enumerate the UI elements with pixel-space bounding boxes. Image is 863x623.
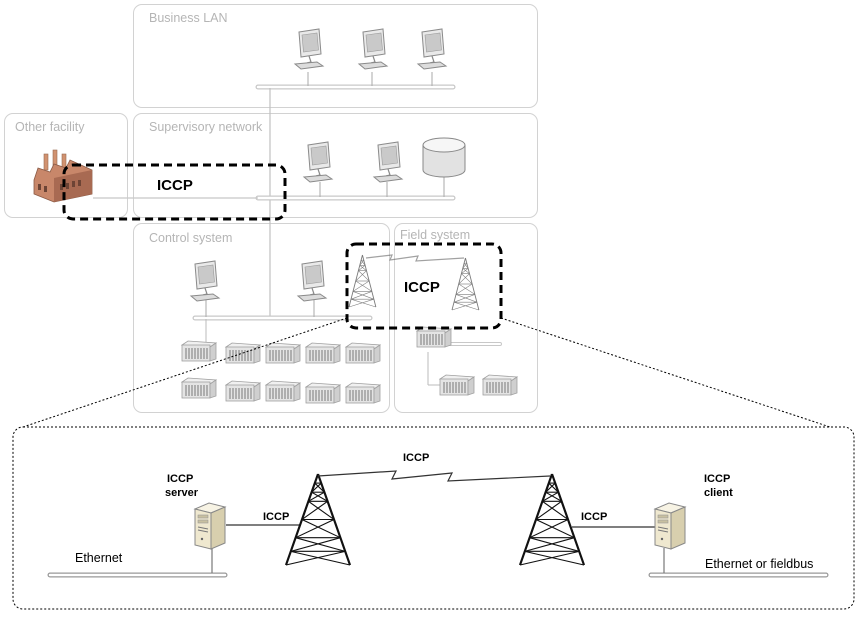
ethernet-fieldbus-label: Ethernet or fieldbus	[705, 557, 814, 571]
rack-server-icon	[305, 382, 341, 404]
iccp-field-label: ICCP	[404, 279, 440, 296]
workstation-icon	[294, 28, 324, 70]
zoom-line-right	[500, 317, 831, 428]
control-system-label: Control system	[149, 231, 233, 245]
iccp-link-top-label: ICCP	[403, 452, 430, 464]
rack-server-icon	[265, 342, 301, 364]
rack-server-icon	[305, 342, 341, 364]
iccp-upper-label: ICCP	[157, 177, 193, 194]
lightning-link-icon	[317, 470, 551, 482]
business-lan-network	[255, 28, 456, 90]
other-facility-zone: Other facility	[4, 113, 128, 218]
workstation-icon	[297, 260, 327, 302]
supervisory-network-label: Supervisory network	[149, 120, 263, 134]
iccp-server-label-2: server	[165, 487, 199, 499]
radio-tower-icon	[518, 472, 586, 567]
factory-icon	[33, 149, 258, 203]
iccp-server-label-1: ICCP	[167, 473, 194, 485]
workstation-icon	[190, 260, 220, 302]
iccp-link-left-label: ICCP	[263, 511, 290, 523]
controller-racks	[181, 340, 381, 404]
iccp-link-right-label: ICCP	[581, 511, 608, 523]
rack-server-icon	[181, 340, 217, 362]
control-system-network	[181, 260, 381, 404]
iccp-client-label-2: client	[704, 487, 733, 499]
other-facility-label: Other facility	[15, 120, 85, 134]
rack-server-icon	[482, 374, 518, 396]
tower-server-icon	[654, 502, 686, 550]
radio-tower-icon	[348, 254, 377, 308]
rack-server-icon	[181, 377, 217, 399]
upper-towers	[348, 254, 480, 311]
rack-server-icon	[345, 342, 381, 364]
zoom-line-left	[22, 317, 348, 428]
radio-tower-icon	[284, 472, 352, 567]
lightning-link-icon	[365, 254, 465, 262]
field-system-label: Field system	[400, 228, 471, 242]
tower-server-icon	[194, 502, 226, 550]
workstation-icon	[417, 28, 447, 70]
workstation-icon	[358, 28, 388, 70]
workstation-icon	[303, 141, 333, 183]
rack-server-icon	[265, 380, 301, 402]
detail-panel	[12, 426, 855, 610]
field-system-network	[416, 326, 518, 396]
detail-diagram	[47, 470, 829, 578]
radio-tower-icon	[451, 257, 480, 311]
business-lan-zone: Business LAN	[133, 4, 538, 108]
business-lan-label: Business LAN	[149, 11, 228, 25]
iccp-highlight-upper	[62, 163, 287, 221]
iccp-client-label-1: ICCP	[704, 473, 731, 485]
supervisory-network	[255, 137, 466, 201]
rack-server-icon	[225, 380, 261, 402]
rack-server-icon	[439, 374, 475, 396]
ethernet-left-label: Ethernet	[75, 551, 123, 565]
rack-server-icon	[416, 326, 452, 348]
workstation-icon	[373, 141, 403, 183]
rack-server-icon	[345, 382, 381, 404]
iccp-highlight-field	[345, 242, 503, 330]
database-icon	[422, 137, 466, 178]
